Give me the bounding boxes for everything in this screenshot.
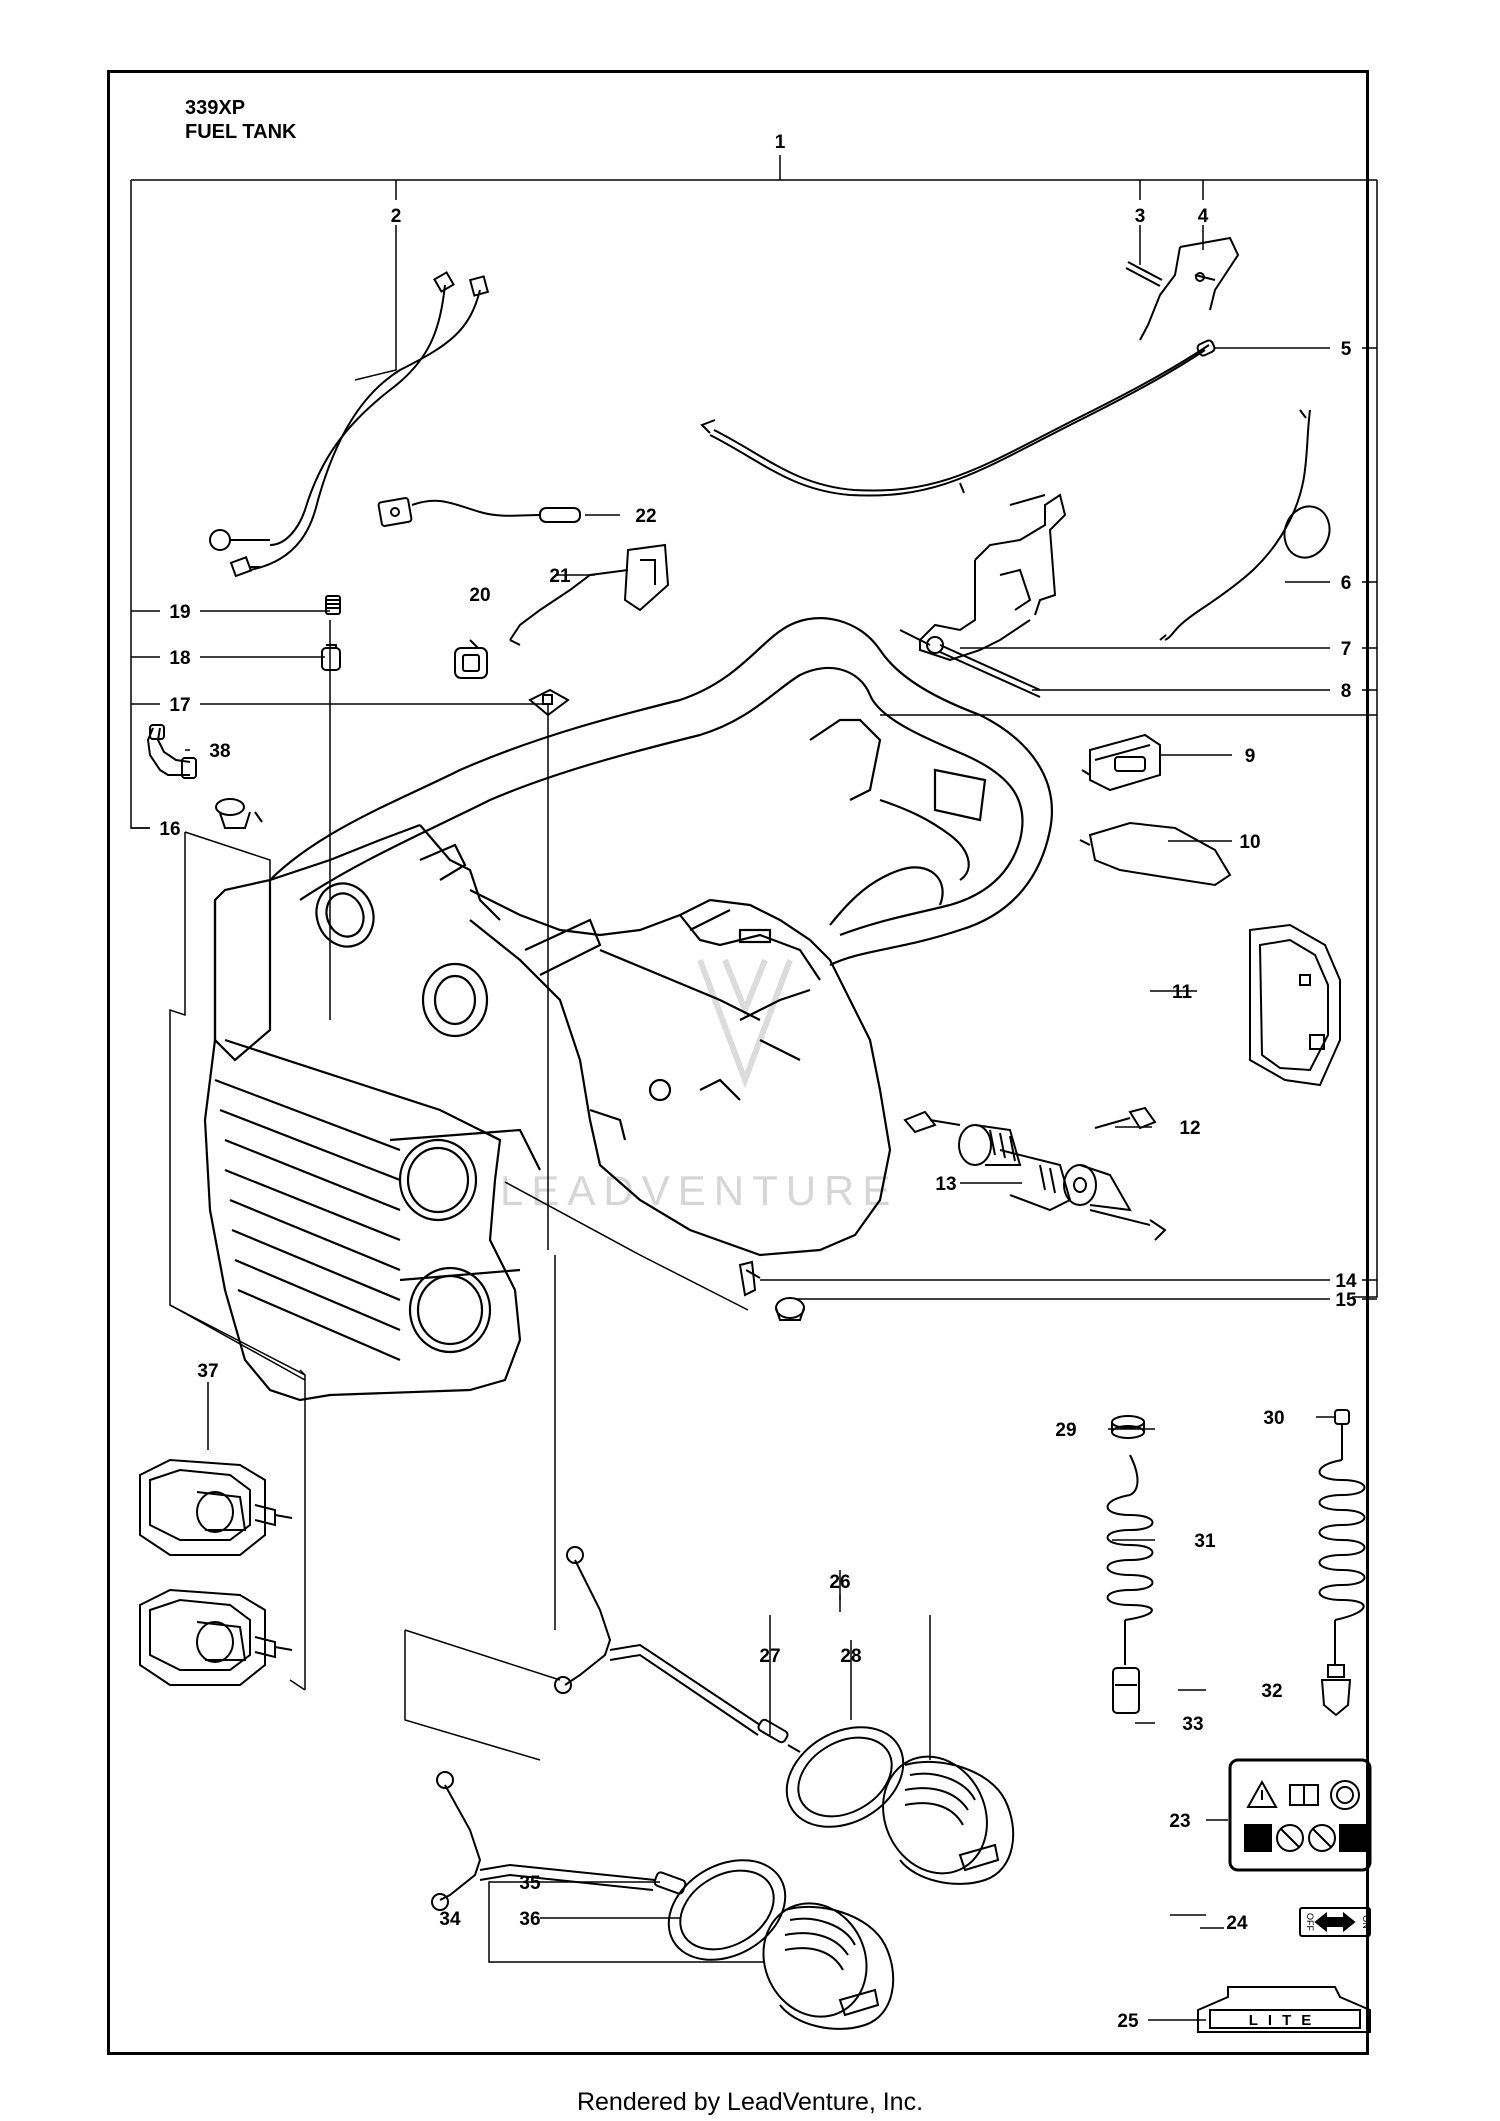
callout-37: 37 bbox=[197, 1361, 218, 1382]
fuel-hose-spring bbox=[1106, 1415, 1154, 1714]
callout-labels: 1 2 3 4 5 6 7 8 9 10 11 12 13 14 15 16 1… bbox=[159, 132, 1357, 2032]
callout-27: 27 bbox=[759, 1646, 780, 1667]
callout-16: 16 bbox=[159, 819, 180, 840]
callout-10: 10 bbox=[1239, 832, 1260, 853]
warning-decal bbox=[1228, 1758, 1372, 1872]
callout-18: 18 bbox=[169, 648, 190, 669]
plug bbox=[215, 798, 263, 829]
grommet bbox=[454, 639, 488, 679]
tank-housing bbox=[203, 617, 1053, 1402]
callout-28: 28 bbox=[840, 1646, 861, 1667]
callout-14: 14 bbox=[1335, 1271, 1357, 1292]
callout-1: 1 bbox=[775, 132, 786, 153]
fuel-cap-upper bbox=[882, 1755, 1015, 1885]
callout-13: 13 bbox=[935, 1174, 956, 1195]
callout-15: 15 bbox=[1335, 1290, 1357, 1311]
callout-38: 38 bbox=[209, 741, 230, 762]
callout-17: 17 bbox=[169, 695, 190, 716]
callout-22: 22 bbox=[635, 506, 656, 527]
throttle-rod bbox=[1159, 409, 1331, 641]
callout-34: 34 bbox=[439, 1909, 461, 1930]
callout-26: 26 bbox=[829, 1572, 850, 1593]
switch-on-label: ON bbox=[1361, 1915, 1371, 1929]
callout-30: 30 bbox=[1263, 1408, 1284, 1429]
switch-off-label: OFF bbox=[1305, 1913, 1315, 1931]
stop-switch bbox=[1081, 733, 1161, 792]
lite-decal: LITE bbox=[1197, 1986, 1371, 2033]
footer-credit: Rendered by LeadVenture, Inc. bbox=[576, 2088, 924, 2116]
callout-4: 4 bbox=[1198, 206, 1209, 227]
o-ring-upper bbox=[785, 1726, 905, 1828]
fuel-cap-lower bbox=[762, 1902, 895, 2030]
callout-19: 19 bbox=[169, 602, 190, 623]
callout-3: 3 bbox=[1135, 206, 1146, 227]
diagram-frame bbox=[107, 70, 1369, 2055]
wiring-harness bbox=[209, 271, 490, 578]
throttle-lockout bbox=[1125, 236, 1240, 341]
callout-6: 6 bbox=[1341, 573, 1352, 594]
fuel-pickup-upper bbox=[554, 1546, 801, 1753]
watermark: LEADVENTURE bbox=[500, 1167, 898, 1214]
group-outlines bbox=[169, 831, 561, 1761]
callout-25: 25 bbox=[1117, 2011, 1139, 2032]
tank-vent-upper bbox=[139, 1458, 293, 1556]
throttle-bracket bbox=[899, 493, 1067, 698]
model-label: 339XP bbox=[185, 97, 246, 119]
callout-2: 2 bbox=[391, 206, 402, 227]
callout-20: 20 bbox=[469, 585, 490, 606]
callout-7: 7 bbox=[1341, 639, 1352, 660]
leader-lines bbox=[130, 155, 1378, 2021]
o-ring-lower bbox=[667, 1859, 787, 1961]
callout-32: 32 bbox=[1261, 1681, 1282, 1702]
vibration-pad bbox=[528, 688, 570, 717]
throttle-cable bbox=[700, 339, 1216, 497]
switch-decal: OFF ON bbox=[1299, 1907, 1371, 1937]
tank-vent-lower bbox=[139, 1588, 293, 1686]
handle-grip bbox=[1079, 821, 1232, 887]
callout-35: 35 bbox=[519, 1873, 541, 1894]
ignition-switch bbox=[509, 543, 670, 646]
screw-19 bbox=[325, 595, 341, 615]
callout-36: 36 bbox=[519, 1909, 540, 1930]
callout-11: 11 bbox=[1172, 982, 1193, 1003]
callout-12: 12 bbox=[1179, 1118, 1200, 1139]
lite-label: LITE bbox=[1249, 2012, 1322, 2029]
callout-8: 8 bbox=[1341, 681, 1352, 702]
elbow-fitting bbox=[146, 724, 197, 779]
av-assembly bbox=[903, 1106, 1167, 1241]
screw-cap bbox=[738, 1260, 805, 1321]
end-cover bbox=[1249, 923, 1341, 1087]
screw-18 bbox=[321, 644, 341, 671]
fuel-pickup-lower bbox=[431, 1771, 687, 1911]
diagram-title: FUEL TANK bbox=[185, 121, 297, 143]
callout-21: 21 bbox=[549, 566, 571, 587]
callout-5: 5 bbox=[1341, 339, 1352, 360]
callout-29: 29 bbox=[1055, 1420, 1076, 1441]
callout-9: 9 bbox=[1245, 746, 1256, 767]
callout-24: 24 bbox=[1226, 1913, 1248, 1934]
oil-hose-spring bbox=[1318, 1409, 1366, 1717]
callout-33: 33 bbox=[1182, 1714, 1203, 1735]
callout-31: 31 bbox=[1194, 1531, 1216, 1552]
callout-23: 23 bbox=[1169, 1811, 1190, 1832]
watermark-logo bbox=[697, 958, 793, 1089]
sensor-wire bbox=[377, 497, 581, 527]
